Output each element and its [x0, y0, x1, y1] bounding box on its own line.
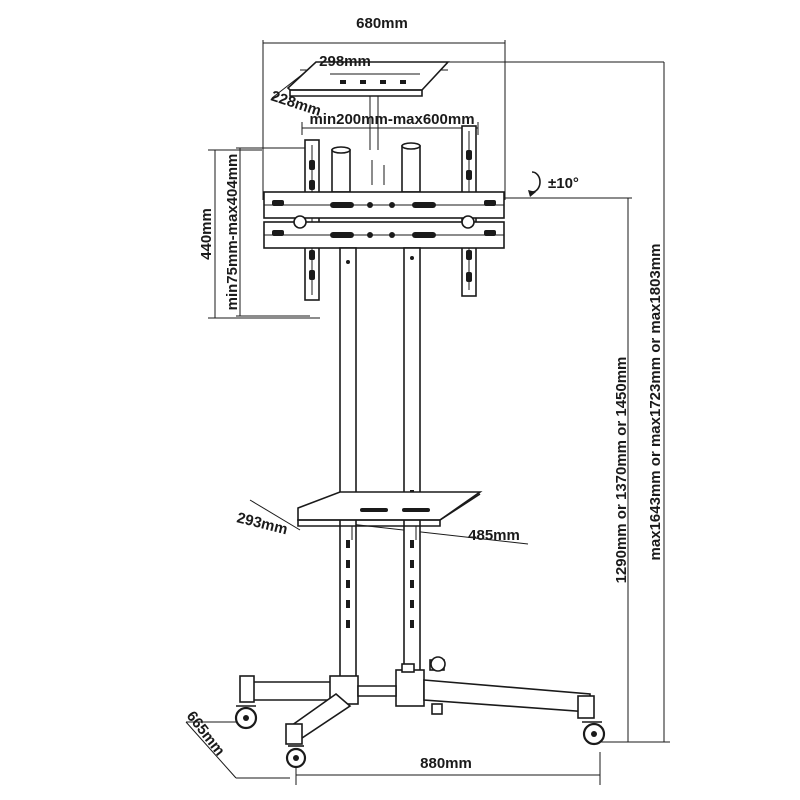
caster-right-front	[582, 721, 606, 746]
label-base-depth: 665mm	[183, 708, 228, 759]
casters	[234, 656, 606, 769]
label-mount-center-height: 1290mm or 1370mm or 1450mm	[613, 357, 630, 584]
caster-back-right	[430, 656, 446, 672]
base-frame	[239, 659, 595, 745]
dimension-labels: 680mm 298mm 228mm min200mm-max600mm 440m…	[183, 15, 664, 772]
caster-left-front	[285, 745, 307, 769]
label-vesa-horizontal: min200mm-max600mm	[309, 111, 474, 128]
upper-posts	[331, 142, 421, 193]
label-tilt: ±10°	[548, 175, 579, 192]
label-mount-height: 440mm	[198, 208, 215, 260]
rotate-arrow-icon	[528, 171, 541, 197]
main-poles	[339, 247, 421, 685]
label-base-width: 880mm	[420, 755, 472, 772]
top-tray	[286, 61, 450, 150]
label-shelf-width: 485mm	[468, 527, 520, 544]
dimension-lines	[185, 40, 670, 785]
vesa-mount	[263, 125, 505, 301]
middle-shelf	[297, 491, 483, 540]
label-shelf-depth: 293mm	[235, 509, 289, 538]
caster-left-back	[234, 705, 258, 730]
label-top-tray-width: 298mm	[319, 53, 371, 70]
label-vesa-vertical: min75mm-max404mm	[224, 154, 241, 311]
label-overall-width: 680mm	[356, 15, 408, 32]
label-overall-height: max1643mm or max1723mm or max1803mm	[647, 244, 664, 561]
